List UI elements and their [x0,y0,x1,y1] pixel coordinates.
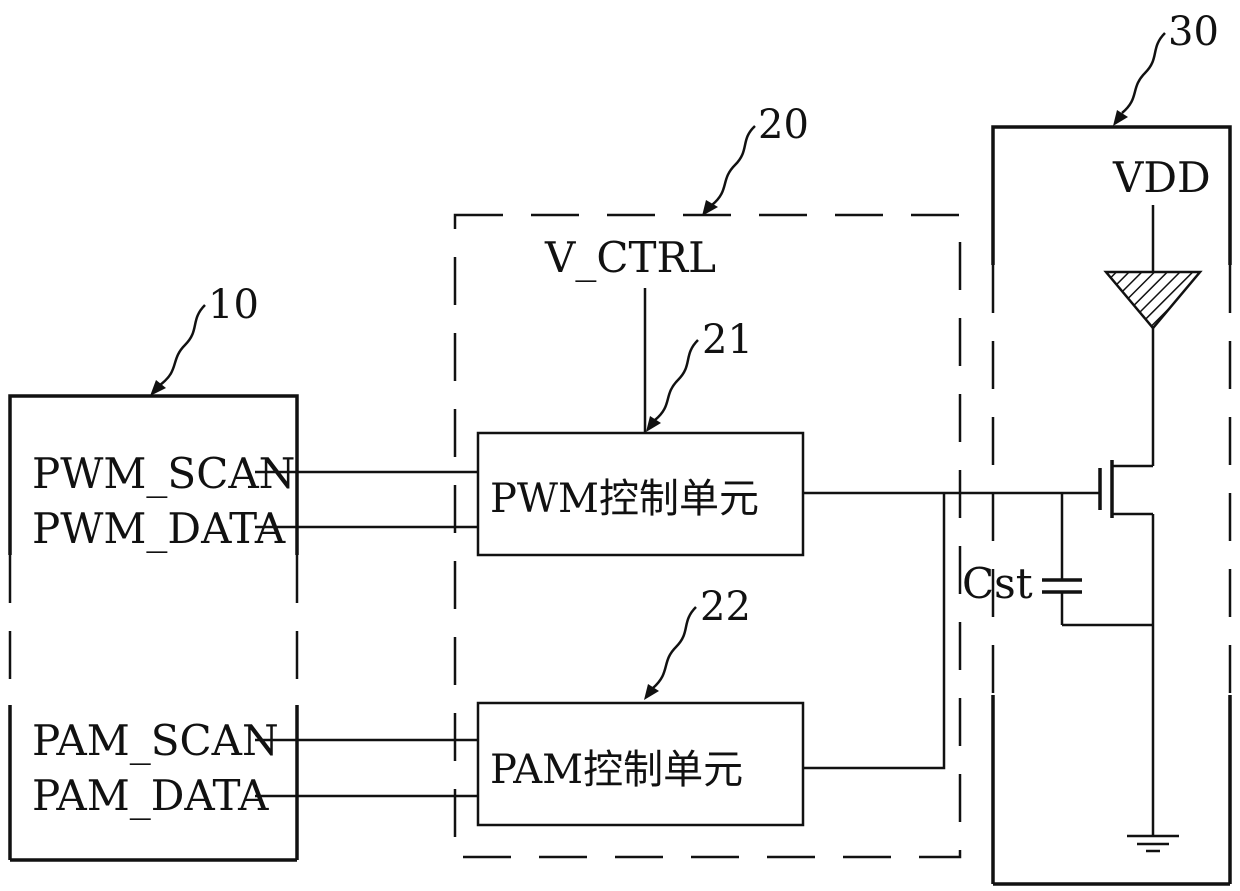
block-10: PWM_SCAN PWM_DATA PAM_SCAN PAM_DATA [2,396,304,860]
ref-30-arrowhead [1113,110,1128,126]
ref-21: 21 [702,317,753,363]
block-30-gap-right [1222,265,1238,695]
pwm-control-unit-label: PWM控制单元 [490,476,759,522]
label-v-ctrl: V_CTRL [544,233,716,282]
block-20: V_CTRL PWM控制单元 PAM控制单元 [455,215,960,857]
ground-icon [1127,836,1179,851]
ref-22: 22 [700,584,751,630]
pam-control-unit-label: PAM控制单元 [490,747,743,793]
ref-10: 10 [208,282,259,328]
label-pam-data: PAM_DATA [32,771,269,820]
label-vdd: VDD [1112,153,1211,202]
wire-pam-output [803,493,944,768]
label-pwm-data: PWM_DATA [32,504,286,553]
block-30: VDD Cst [803,127,1238,884]
label-pwm-scan: PWM_SCAN [32,449,295,498]
ref-30: 30 [1168,9,1219,55]
label-pam-scan: PAM_SCAN [32,716,279,765]
ref-22-arrowhead [644,684,659,700]
ref-20: 20 [758,102,809,148]
ref-20-leader [712,126,755,205]
ref-22-leader [653,607,696,688]
ref-21-arrowhead [646,416,661,432]
label-cst: Cst [962,559,1033,608]
led-icon [1106,272,1200,328]
block-30-gap-left [985,265,1001,695]
ref-21-leader [655,340,698,420]
ref-10-leader [160,305,205,385]
ref-numerals: 10 20 21 22 30 [150,9,1219,700]
ref-30-leader [1122,33,1165,113]
transistor-icon [1100,460,1153,625]
